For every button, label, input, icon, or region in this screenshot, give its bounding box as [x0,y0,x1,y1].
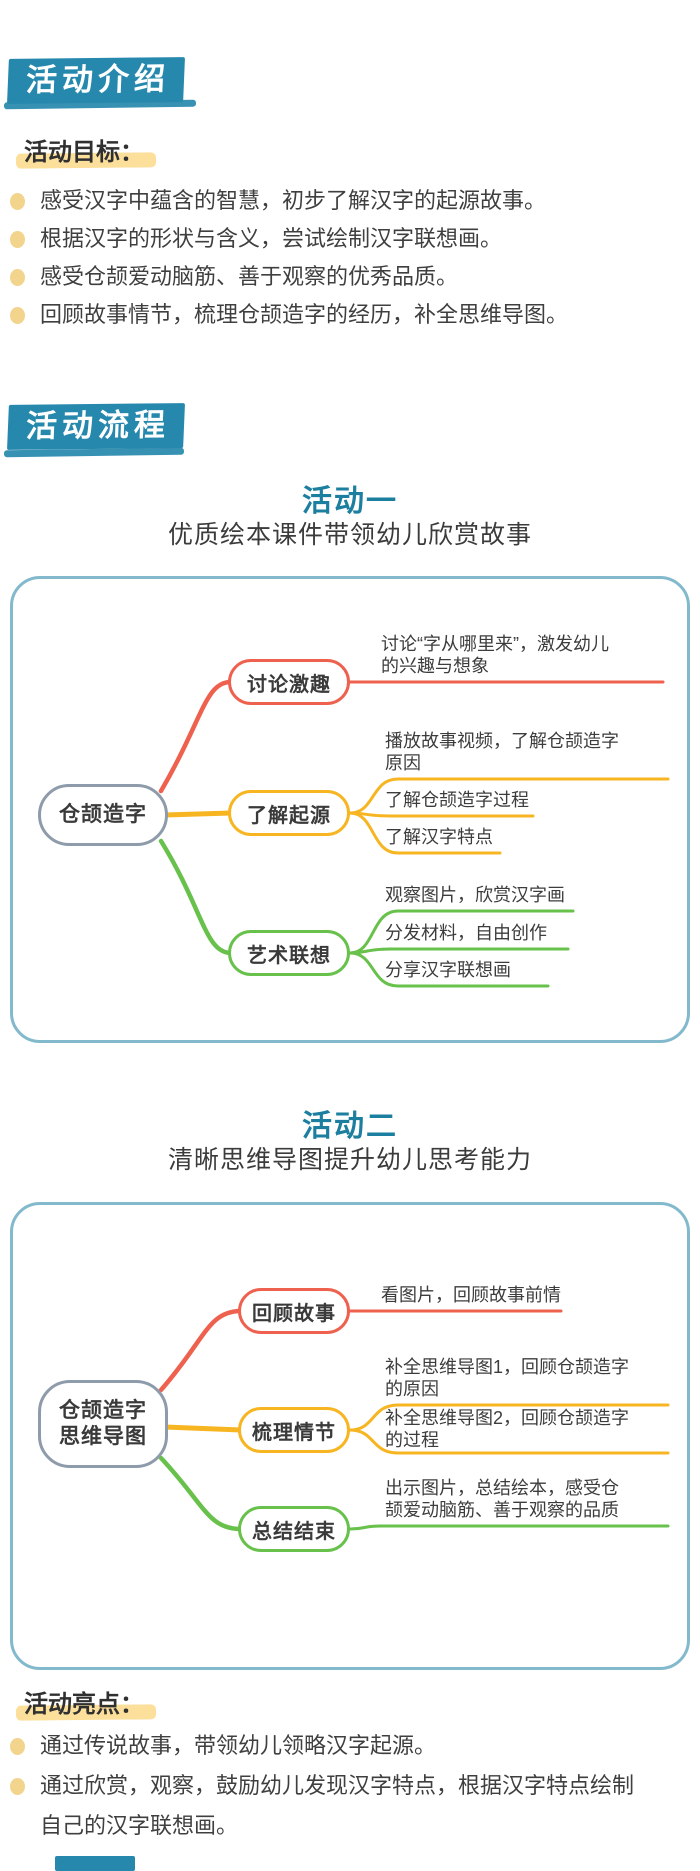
goal-text: 回顾故事情节，梳理仓颉造字的经历，补全思维导图。 [40,302,569,327]
mindmap2-branch-node: 总结结束 [238,1506,350,1552]
root-label-line2: 思维导图 [59,1425,147,1448]
underline-branch2-item2 [348,1428,670,1455]
underline-branch3-item1 [348,1524,670,1531]
mindmap1-branch-node: 了解起源 [228,790,350,836]
branch-label: 艺术联想 [247,944,331,967]
bullet-dot-icon [10,1778,25,1795]
mindmap2-root-node: 仓颉造字 思维导图 [38,1380,168,1468]
goals-heading: 活动目标： [15,132,157,169]
mindmap-item-text: 分享汉字联想画 [385,960,511,980]
branch-label: 总结结束 [252,1520,336,1543]
mindmap1-branch-node: 艺术联想 [228,930,350,976]
mindmap-item-text: 补全思维导图1，回顾仓颉造字的原因 [385,1357,630,1399]
list-item: 通过欣赏，观察，鼓励幼儿发现汉字特点，根据汉字特点绘制自己的汉字联想画。 [8,1766,648,1846]
list-item: 回顾故事情节，梳理仓颉造字的经历，补全思维导图。 [8,296,648,334]
mindmap-item-text: 观察图片，欣赏汉字画 [385,885,565,905]
goal-text: 感受汉字中蕴含的智慧，初步了解汉字的起源故事。 [40,188,547,213]
branch-label: 讨论激趣 [247,673,331,696]
mindmap-item-text: 了解仓颉造字过程 [385,790,529,810]
activity1-subtitle: 优质绘本课件带领幼儿欣赏故事 [167,521,532,549]
goal-text: 根据汉字的形状与含义，尝试绘制汉字联想画。 [40,226,503,251]
highlight-text: 通过欣赏，观察，鼓励幼儿发现汉字特点，根据汉字特点绘制自己的汉字联想画。 [40,1773,635,1838]
mindmap-item-text: 了解汉字特点 [385,827,493,847]
underline-branch2-item2 [348,811,535,818]
highlights-heading-text: 活动亮点： [24,1691,144,1718]
process-badge-label: 活动流程 [25,407,171,444]
connector-root-to-branch2 [162,810,234,818]
mindmap1-connectors [158,679,670,988]
activity2-title: 活动二 [302,1110,398,1143]
underline-branch2-item1 [348,777,670,815]
connector-root-to-branch3 [158,838,234,956]
branch-label: 了解起源 [247,804,331,827]
mindmap1-branch-node: 讨论激趣 [228,659,350,705]
underline-branch3-item3 [348,951,550,988]
underline-branch2-item3 [348,811,502,855]
activity2-subtitle: 清晰思维导图提升幼儿思考能力 [167,1146,532,1174]
intro-badge-brush-underline [3,99,197,110]
branch-label: 回顾故事 [252,1302,336,1325]
underline-branch3-item2 [348,947,570,955]
root-label-line1: 仓颉造字 [59,1399,147,1422]
root-label: 仓颉造字 [59,803,147,826]
connector-root-to-branch2 [162,1424,244,1433]
connector-root-to-branch3 [158,1455,244,1532]
highlights-heading: 活动亮点： [15,1684,157,1721]
list-item: 根据汉字的形状与含义，尝试绘制汉字联想画。 [8,220,648,258]
mindmap2-connectors [158,1308,670,1532]
bullet-dot-icon [10,269,25,286]
intro-section-badge: 活动介绍 [7,57,185,104]
mindmap1-root-node: 仓颉造字 [38,784,168,846]
mindmap-activity2: 仓颉造字 思维导图 回顾故事 梳理情节 总结结束 看图片，回顾故事前情 补全思维… [10,1202,690,1670]
highlight-text: 通过传说故事，带领幼儿领略汉字起源。 [40,1733,437,1758]
mindmap-item-text: 补全思维导图2，回顾仓颉造字的过程 [385,1408,630,1450]
mindmap-item-text: 看图片，回顾故事前情 [381,1285,561,1305]
bullet-dot-icon [10,193,25,210]
list-item: 感受仓颉爱动脑筋、善于观察的优秀品质。 [8,258,648,296]
mindmap2-branch-node: 梳理情节 [238,1407,350,1453]
connector-root-to-branch1 [158,1308,244,1393]
mindmap-item-text: 出示图片，总结绘本，感受仓颉爱动脑筋、善于观察的品质 [385,1478,619,1520]
mindmap2-branch-node: 回顾故事 [238,1288,350,1334]
connector-root-to-branch1 [158,679,234,794]
process-section-badge: 活动流程 [7,403,185,450]
bullet-dot-icon [10,231,25,248]
list-item: 通过传说故事，带领幼儿领略汉字起源。 [8,1726,648,1766]
goal-text: 感受仓颉爱动脑筋、善于观察的优秀品质。 [40,264,459,289]
mindmap-activity1: 仓颉造字 讨论激趣 了解起源 艺术联想 讨论“字从哪里来”，激发幼儿的兴趣与想象… [10,576,690,1043]
mindmap-item-text: 讨论“字从哪里来”，激发幼儿的兴趣与想象 [381,634,609,676]
underline-branch2-item1 [348,1403,670,1432]
mindmap-item-text: 播放故事视频，了解仓颉造字原因 [385,731,619,773]
goals-list: 感受汉字中蕴含的智慧，初步了解汉字的起源故事。 根据汉字的形状与含义，尝试绘制汉… [8,182,648,334]
highlights-list: 通过传说故事，带领幼儿领略汉字起源。 通过欣赏，观察，鼓励幼儿发现汉字特点，根据… [8,1726,648,1846]
goals-heading-text: 活动目标： [24,139,144,166]
bullet-dot-icon [10,307,25,324]
list-item: 感受汉字中蕴含的智慧，初步了解汉字的起源故事。 [8,182,648,220]
branch-label: 梳理情节 [252,1421,336,1444]
clipped-badge-fragment [55,1856,135,1871]
intro-badge-label: 活动介绍 [25,61,171,98]
mindmap-item-text: 分发材料，自由创作 [385,923,547,943]
activity1-title: 活动一 [302,485,398,518]
process-badge-brush-underline [3,447,185,458]
bullet-dot-icon [10,1738,25,1755]
